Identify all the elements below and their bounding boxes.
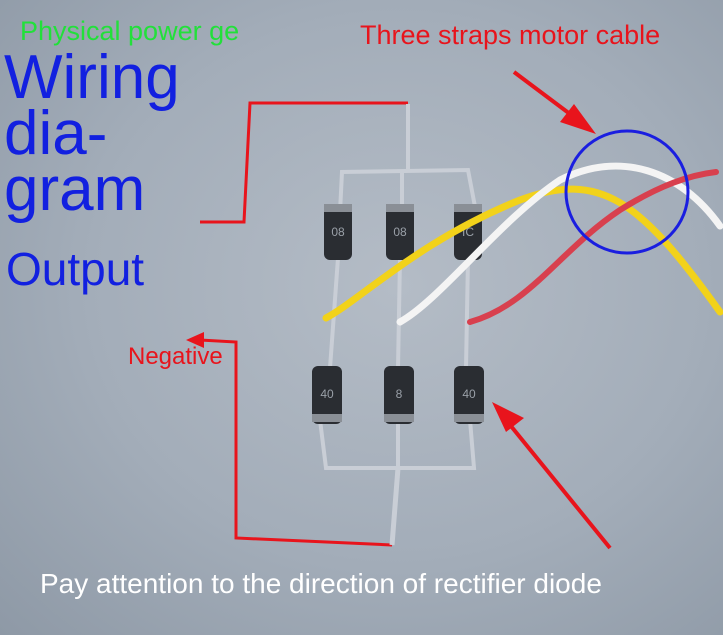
- negative-label: Negative: [128, 343, 223, 370]
- diode-bottom-left: 40: [312, 366, 342, 424]
- diode-top-left: 08: [324, 204, 352, 260]
- power-generator-label: Physical power ge: [20, 16, 240, 46]
- white-motor-wire: [396, 162, 723, 326]
- negative-output-line: [199, 338, 393, 547]
- title-line: gram: [4, 155, 146, 224]
- right-leg: [464, 257, 470, 369]
- diode-arrow-shaft: [504, 418, 612, 550]
- motor-cable-label: Three straps motor cable: [360, 20, 661, 50]
- diode-marking: 40: [462, 387, 476, 401]
- top-bus-wire: [338, 167, 478, 213]
- cable-highlight-circle: [564, 129, 690, 255]
- title-line: Wiring: [4, 43, 180, 112]
- middle-leg: [396, 257, 402, 369]
- diode-top-middle: 08: [386, 204, 414, 260]
- diode-marking: 08: [393, 225, 407, 239]
- diode-bottom-right: 40: [454, 366, 484, 424]
- output-label: Output: [6, 243, 145, 295]
- positive-output-line: [200, 101, 408, 224]
- bottom-lead-wire: [389, 467, 401, 546]
- diode-marking: 08: [331, 225, 345, 239]
- diode-marking: 40: [320, 387, 334, 401]
- cable-arrow-shaft: [512, 70, 580, 122]
- yellow-motor-wire: [322, 185, 723, 322]
- negative-arrowhead: [186, 332, 204, 348]
- cable-arrowhead: [560, 104, 596, 134]
- wiring-diagram-title: Wiring dia- gram: [4, 43, 180, 224]
- diode-direction-note: Pay attention to the direction of rectif…: [40, 568, 602, 599]
- title-line: dia-: [4, 99, 108, 168]
- diode-marking: 8: [396, 387, 403, 401]
- diode-bottom-middle: 8: [384, 366, 414, 424]
- diode-arrowhead: [492, 402, 524, 432]
